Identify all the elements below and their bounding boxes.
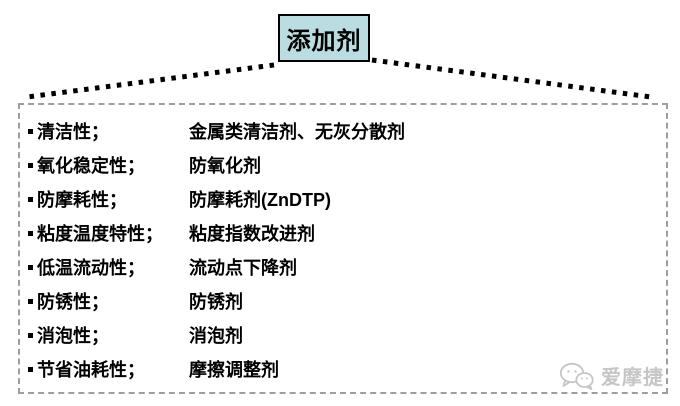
additives-list: 清洁性； 金属类清洁剂、无灰分散剂 氧化稳定性； 防氧化剂 防摩耗性； 防摩耗剂…	[20, 105, 666, 386]
additive-row: 低温流动性； 流动点下降剂	[28, 250, 658, 284]
additive-row: 防锈性； 防锈剂	[28, 284, 658, 318]
additive-label: 粘度指数改进剂	[189, 224, 315, 244]
bullet-icon	[28, 230, 33, 236]
additive-label: 防锈剂	[189, 292, 243, 312]
bullet-icon	[28, 128, 33, 134]
bullet-icon	[28, 264, 33, 270]
watermark-text: 爱摩捷	[601, 367, 664, 389]
property-label: 防锈性；	[37, 292, 109, 312]
bullet-icon	[28, 366, 33, 372]
additive-label: 流动点下降剂	[189, 258, 297, 278]
property-label: 节省油耗性；	[37, 360, 145, 380]
bullet-icon	[28, 298, 33, 304]
property-label: 氧化稳定性；	[37, 156, 145, 176]
additive-row: 清洁性； 金属类清洁剂、无灰分散剂	[28, 114, 658, 148]
additives-title-label: 添加剂	[286, 27, 362, 55]
connector-right-dotted-line	[371, 57, 652, 100]
bullet-icon	[28, 162, 33, 168]
additive-row: 消泡性； 消泡剂	[28, 318, 658, 352]
property-label: 清洁性；	[37, 122, 109, 142]
additive-label: 消泡剂	[189, 326, 243, 346]
additive-row: 防摩耗性； 防摩耗剂(ZnDTP)	[28, 182, 658, 216]
bullet-icon	[28, 332, 33, 338]
additive-row: 节省油耗性； 摩擦调整剂	[28, 352, 658, 386]
additive-label: 金属类清洁剂、无灰分散剂	[189, 122, 405, 142]
connector-left-dotted-line	[26, 62, 275, 100]
wechat-icon	[559, 362, 594, 390]
property-label: 防摩耗性；	[37, 190, 127, 210]
additive-label: 防氧化剂	[189, 156, 261, 176]
additive-row: 粘度温度特性； 粘度指数改进剂	[28, 216, 658, 250]
additive-label: 防摩耗剂(ZnDTP)	[189, 190, 331, 210]
property-label: 粘度温度特性；	[37, 224, 163, 244]
additives-title-box: 添加剂	[278, 14, 370, 62]
watermark: 爱摩捷	[559, 361, 664, 390]
additive-row: 氧化稳定性； 防氧化剂	[28, 148, 658, 182]
property-label: 消泡性；	[37, 326, 109, 346]
additives-panel: 清洁性； 金属类清洁剂、无灰分散剂 氧化稳定性； 防氧化剂 防摩耗性； 防摩耗剂…	[18, 103, 668, 394]
additive-label: 摩擦调整剂	[189, 360, 279, 380]
property-label: 低温流动性；	[37, 258, 145, 278]
bullet-icon	[28, 196, 33, 202]
